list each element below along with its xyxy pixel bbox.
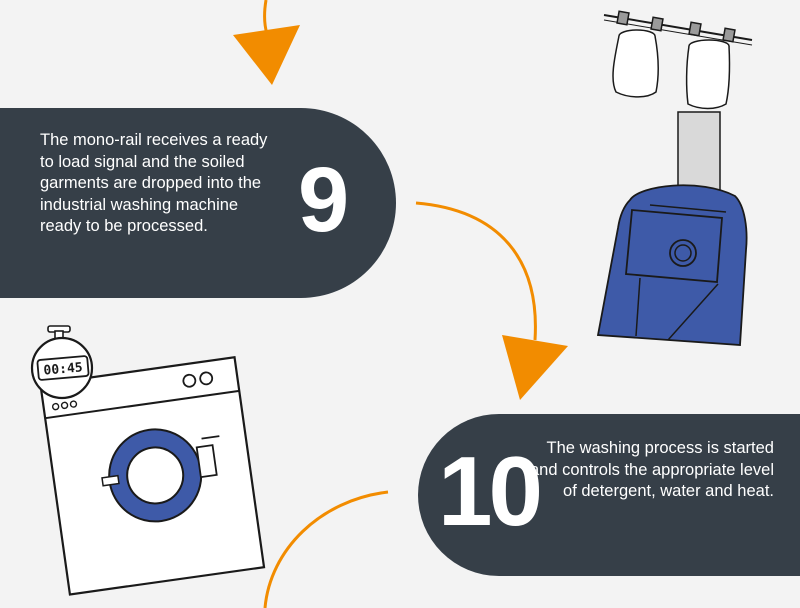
step-10-number: 10 — [438, 436, 543, 546]
flow-line-bottom — [263, 490, 389, 608]
arrow-down-icon — [233, 25, 300, 85]
step-9-number: 9 — [298, 149, 350, 251]
washing-machine-icon — [39, 355, 266, 596]
step-10-panel: 10 The washing process is started and co… — [418, 414, 800, 576]
stopwatch-icon: 00:45 — [30, 325, 94, 400]
flow-arrow-top — [233, 0, 300, 85]
industrial-washer-icon — [596, 111, 748, 346]
flow-arrow-middle — [415, 201, 568, 400]
step-9-panel: The mono-rail receives a ready to load s… — [0, 108, 396, 298]
step-10-description: The washing process is started and contr… — [530, 439, 774, 500]
timer-display: 00:45 — [43, 360, 83, 378]
arrow-down-icon — [502, 335, 568, 400]
monorail-bags-icon — [603, 10, 753, 110]
step-9-description: The mono-rail receives a ready to load s… — [40, 131, 268, 235]
